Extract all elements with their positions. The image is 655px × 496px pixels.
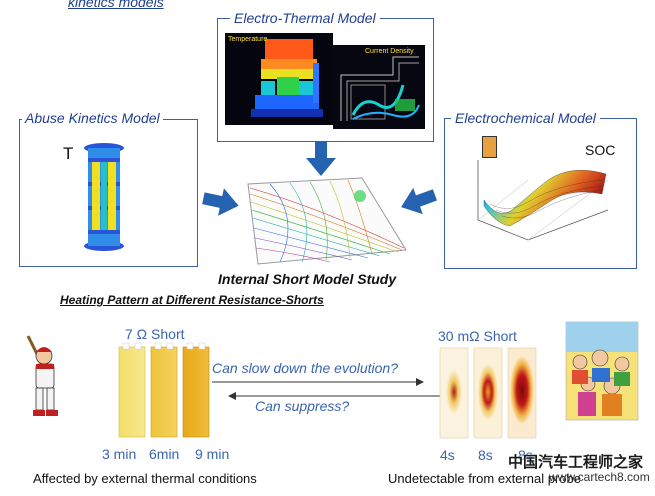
abuse-cell-stack-image	[84, 143, 124, 251]
left-arrow-icon	[401, 187, 437, 215]
suppress-question: Can suppress?	[255, 398, 350, 414]
top-fragment-text: kinetics models	[68, 0, 164, 10]
t-label: T	[63, 144, 74, 163]
current-density-label: Current Density	[365, 48, 414, 55]
electrochemical-title: Electrochemical Model	[451, 110, 600, 126]
slow-down-question: Can slow down the evolution?	[212, 360, 399, 376]
left-pointing-arrow-icon	[228, 392, 440, 400]
seven-ohm-cells-image	[118, 342, 210, 438]
left-bottom-caption: Affected by external thermal conditions	[33, 471, 257, 486]
temperature-label: Temperature	[228, 36, 268, 43]
seven-ohm-short-label: 7 Ω Short	[125, 326, 185, 342]
right-arrow-icon	[202, 188, 239, 216]
temperature-simulation-image: Temperature	[225, 33, 333, 125]
time-label-9min: 9 min	[195, 446, 230, 462]
internal-short-title: Internal Short Model Study	[218, 271, 397, 287]
right-pointing-arrow-icon	[212, 378, 424, 386]
time-label-3min: 3 min	[102, 446, 137, 462]
watermark-url: www.cartech8.com	[549, 470, 650, 484]
watermark-chinese: 中国汽车工程师之家	[508, 454, 644, 471]
soc-surface-plot	[477, 160, 609, 241]
time-label-8s-b: 8s	[518, 447, 533, 463]
right-bottom-caption: Undetectable from external probe	[388, 471, 581, 486]
abuse-kinetics-title: Abuse Kinetics Model	[22, 110, 163, 126]
thirty-milliohm-cells-image	[439, 347, 537, 439]
soc-legend-swatch	[482, 136, 497, 158]
heating-pattern-title: Heating Pattern at Different Resistance-…	[60, 293, 324, 307]
baseball-player-illustration	[12, 334, 74, 426]
internal-short-contour-plot	[247, 177, 407, 265]
down-arrow-icon	[306, 142, 336, 176]
soc-label: SOC	[585, 142, 616, 158]
time-label-4s: 4s	[440, 447, 455, 463]
time-label-8s-a: 8s	[478, 447, 493, 463]
crowd-cartoon-illustration	[565, 321, 639, 421]
electro-thermal-title: Electro-Thermal Model	[230, 10, 380, 26]
current-density-simulation-image: Current Density	[333, 45, 425, 129]
time-label-6min: 6min	[149, 446, 180, 462]
thirty-milliohm-short-label: 30 mΩ Short	[438, 328, 517, 344]
